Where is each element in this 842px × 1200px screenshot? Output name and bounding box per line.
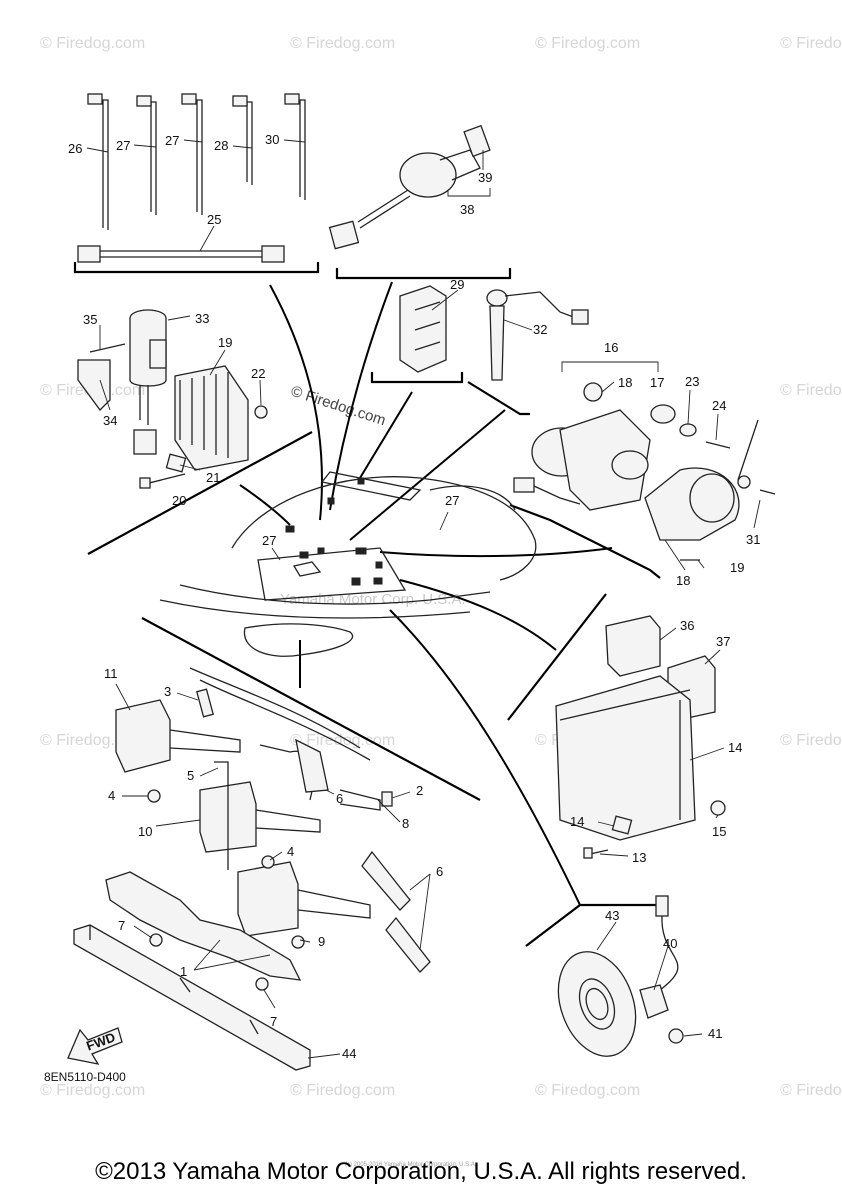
- leaders: [86, 139, 761, 1059]
- callout-44: 40: [663, 936, 677, 951]
- callout-28: 31: [746, 532, 760, 547]
- callout-40: 36: [680, 618, 694, 633]
- watermark: © Firedog.com: [290, 1082, 395, 1099]
- callout-46: 43: [605, 908, 619, 923]
- callout-10: 10: [138, 824, 152, 839]
- copyright-footer: ©2013 Yamaha Motor Corporation, U.S.A. A…: [95, 1158, 747, 1185]
- callout-26: 22: [251, 366, 265, 381]
- callout-19: 19: [730, 560, 744, 575]
- callout-36: 32: [533, 322, 547, 337]
- callout-25: 21: [206, 470, 220, 485]
- fwd-arrow: [67, 1027, 123, 1065]
- watermark: © Firedog.com: [780, 382, 842, 399]
- callout-20: 18: [618, 375, 632, 390]
- callout-18: 18: [676, 573, 690, 588]
- regulator-group: [77, 309, 268, 489]
- callout-numbers: 26 27 27 28 30 25 39 38 35 33 19 22 34 2…: [68, 132, 760, 1061]
- callout-42: 38: [460, 202, 474, 217]
- main-switch: [328, 124, 491, 250]
- coupler-sensor: [399, 285, 589, 381]
- watermark: © Firedog.com: [780, 35, 842, 52]
- callout-22: 24: [712, 398, 726, 413]
- callout-37: 33: [195, 311, 209, 326]
- ignition-coils: [115, 667, 431, 973]
- callout-3: 3: [164, 684, 171, 699]
- ecu-group: [555, 615, 726, 859]
- diagram-code: 8EN5110-D400: [44, 1070, 126, 1084]
- watermark: © Firedog.com: [535, 1082, 640, 1099]
- callout-41: 37: [716, 634, 730, 649]
- routing-arrows: [239, 281, 613, 906]
- watermark: © Firedog.com: [40, 35, 145, 52]
- callout-39: 35: [83, 312, 97, 327]
- callout-31: 27: [116, 138, 130, 153]
- callout-45: 41: [708, 1026, 722, 1041]
- watermark: © Firedog.com: [40, 1082, 145, 1099]
- watermark: © Firedog.com: [535, 35, 640, 52]
- callout-27: 27: [445, 493, 459, 508]
- callout-38: 34: [103, 413, 117, 428]
- watermark: © Firedog.com: [290, 35, 395, 52]
- callout-17: 17: [650, 375, 664, 390]
- callout-21: 23: [685, 374, 699, 389]
- watermark: © Firedog.com: [780, 732, 842, 749]
- bracket-group: [73, 871, 311, 1071]
- watermark: © Firedog.com: [290, 732, 395, 749]
- callout-15: 15: [712, 824, 726, 839]
- callout-6: 6: [336, 791, 343, 806]
- callout-47: 44: [342, 1046, 356, 1061]
- callout-13: 13: [632, 850, 646, 865]
- callout-2: 2: [416, 783, 423, 798]
- callout-43: 39: [478, 170, 492, 185]
- pickup-group: [557, 895, 684, 1057]
- watermark: © Firedog.com: [780, 1082, 842, 1099]
- callout-12: 14: [728, 740, 742, 755]
- snowmobile-outline: [159, 471, 537, 657]
- small-print: (c) 2005-2016 Yamaha Motor Corporation, …: [345, 1162, 477, 1168]
- callout-11: 11: [104, 666, 118, 681]
- callout-4: 4: [108, 788, 115, 803]
- callout-7: 7: [118, 918, 125, 933]
- starter-group: [513, 361, 776, 561]
- callout-23: 19: [218, 335, 232, 350]
- callout-14: 14: [570, 814, 584, 829]
- callout-30: 26: [68, 141, 82, 156]
- watermark: © Firedog.com: [289, 383, 388, 430]
- callout-6: 6: [436, 864, 443, 879]
- callout-35: 30: [265, 132, 279, 147]
- callout-4: 4: [287, 844, 294, 859]
- callout-5: 5: [187, 768, 194, 783]
- callout-8: 8: [402, 816, 409, 831]
- callout-29: 25: [207, 212, 221, 227]
- callout-27: 27: [262, 533, 276, 548]
- callout-33: 28: [214, 138, 228, 153]
- harness-ties: [77, 93, 306, 263]
- callout-16: 16: [604, 340, 618, 355]
- callout-7: 7: [270, 1014, 277, 1029]
- callout-34: 29: [450, 277, 464, 292]
- callout-24: 20: [172, 493, 186, 508]
- callout-32: 27: [165, 133, 179, 148]
- callout-9: 9: [318, 934, 325, 949]
- callout-1: 1: [180, 964, 187, 979]
